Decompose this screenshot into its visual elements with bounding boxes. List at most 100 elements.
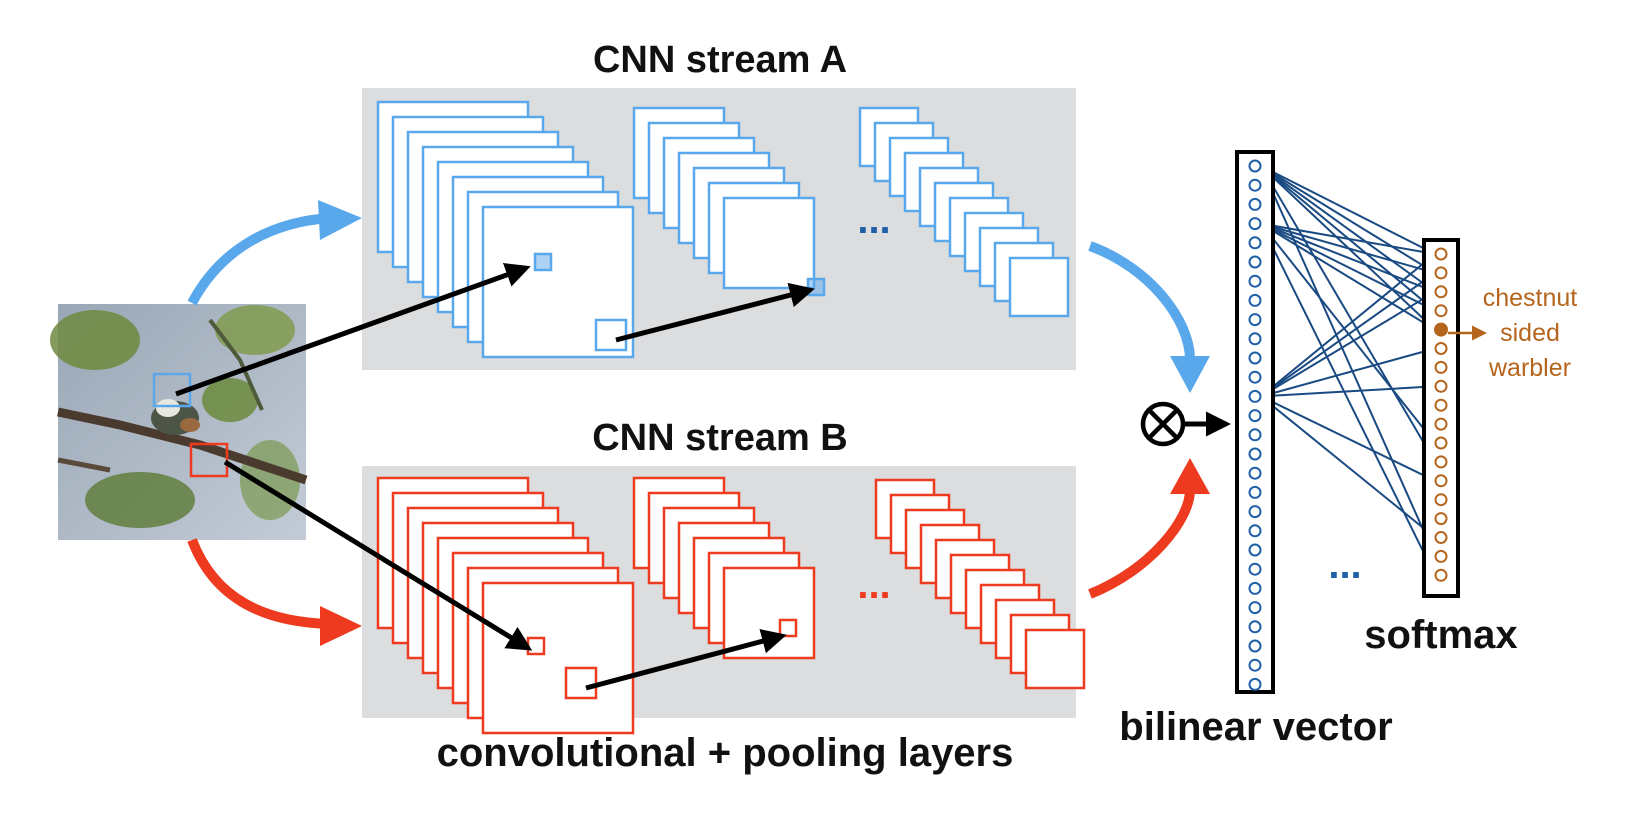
bilinear-node bbox=[1248, 524, 1262, 538]
stream-b-conv2 bbox=[632, 476, 816, 660]
bilinear-node bbox=[1248, 428, 1262, 442]
bilinear-vector-nodes bbox=[1248, 159, 1262, 691]
fc-connection bbox=[1260, 165, 1436, 274]
bilinear-node bbox=[1248, 639, 1262, 653]
stream-b-conv1 bbox=[376, 476, 635, 735]
feature-map-stacks bbox=[376, 100, 1086, 735]
stream-arrows bbox=[187, 200, 1210, 646]
fc-connection bbox=[1260, 272, 1436, 398]
fc-connection bbox=[1260, 395, 1436, 482]
softmax-node bbox=[1434, 379, 1448, 393]
class-label-line1: chestnut bbox=[1483, 284, 1578, 312]
stream-b-conv3 bbox=[874, 478, 1086, 690]
softmax-node bbox=[1434, 304, 1448, 318]
stream-a-conv3-map bbox=[1008, 256, 1070, 318]
stream-a-ellipsis: ... bbox=[857, 198, 890, 242]
bilinear-node bbox=[1248, 466, 1262, 480]
fc-connection bbox=[1260, 290, 1436, 398]
fc-connection bbox=[1260, 347, 1436, 398]
bilinear-node bbox=[1248, 562, 1262, 576]
bilinear-node bbox=[1248, 389, 1262, 403]
fc-connections bbox=[1260, 165, 1436, 576]
bilinear-node bbox=[1248, 332, 1262, 346]
bilinear-node bbox=[1248, 601, 1262, 615]
bilinear-node bbox=[1248, 370, 1262, 384]
bilinear-node bbox=[1248, 581, 1262, 595]
fc-connection bbox=[1260, 223, 1436, 576]
projection-arrows bbox=[175, 263, 815, 691]
softmax-node bbox=[1434, 285, 1448, 299]
fc-connection bbox=[1260, 222, 1436, 255]
softmax-node bbox=[1434, 398, 1448, 412]
stream-a-conv3 bbox=[858, 106, 1070, 318]
softmax-nodes bbox=[1434, 247, 1448, 582]
fc-connection bbox=[1260, 222, 1436, 312]
stream-b-conv2-map bbox=[722, 566, 816, 660]
softmax-node bbox=[1434, 436, 1448, 450]
softmax-node bbox=[1434, 455, 1448, 469]
softmax-node bbox=[1434, 568, 1448, 582]
bilinear-node bbox=[1248, 197, 1262, 211]
fc-connection bbox=[1260, 165, 1436, 463]
fc-connection bbox=[1260, 165, 1436, 255]
fc-ellipsis: ... bbox=[1328, 543, 1361, 587]
bilinear-node bbox=[1248, 658, 1262, 672]
softmax-node bbox=[1434, 549, 1448, 563]
softmax-node bbox=[1434, 417, 1448, 431]
bilinear-node bbox=[1248, 159, 1262, 173]
bilinear-node bbox=[1248, 543, 1262, 557]
stream-b-title: CNN stream B bbox=[592, 417, 848, 459]
fc-connection bbox=[1260, 222, 1436, 293]
bilinear-node bbox=[1248, 485, 1262, 499]
bilinear-node bbox=[1248, 293, 1262, 307]
bilinear-node bbox=[1248, 178, 1262, 192]
bilinear-node bbox=[1248, 677, 1262, 691]
softmax-node bbox=[1434, 342, 1448, 355]
softmax-node bbox=[1434, 360, 1448, 374]
stream-a-conv2-map bbox=[722, 196, 816, 290]
stream-a-conv1-receptive-field bbox=[533, 252, 553, 272]
fc-connection bbox=[1260, 253, 1436, 398]
stream-b-conv3-map bbox=[1024, 628, 1086, 690]
fc-connection bbox=[1260, 385, 1436, 398]
softmax-node bbox=[1434, 512, 1448, 526]
bilinear-node bbox=[1248, 409, 1262, 423]
layers-caption: convolutional + pooling layers bbox=[437, 731, 1014, 775]
circled-times-icon bbox=[1140, 401, 1231, 447]
bilinear-node bbox=[1248, 620, 1262, 634]
bilinear-node bbox=[1248, 217, 1262, 231]
softmax-node bbox=[1434, 493, 1448, 507]
bilinear-node bbox=[1248, 447, 1262, 461]
bilinear-node bbox=[1248, 313, 1262, 327]
stream-a-title: CNN stream A bbox=[593, 39, 847, 81]
softmax-node bbox=[1434, 474, 1448, 488]
bilinear-node bbox=[1248, 255, 1262, 269]
stream-a-conv2 bbox=[632, 106, 826, 297]
stream-b-conv1-map bbox=[481, 581, 635, 735]
softmax-predicted-node bbox=[1434, 322, 1448, 337]
fc-connection bbox=[1260, 165, 1436, 557]
stream-b-ellipsis: ... bbox=[857, 563, 890, 607]
fc-connection bbox=[1260, 222, 1436, 331]
bilinear-node bbox=[1248, 351, 1262, 365]
fc-connection bbox=[1260, 222, 1436, 274]
stream-b-conv2-receptive-field bbox=[778, 618, 798, 638]
bilinear-caption: bilinear vector bbox=[1119, 705, 1392, 749]
softmax-node bbox=[1434, 247, 1448, 261]
bilinear-node bbox=[1248, 505, 1262, 519]
bilinear-node bbox=[1248, 236, 1262, 250]
softmax-node bbox=[1434, 266, 1448, 280]
input-bird-image bbox=[50, 304, 308, 540]
fc-connection bbox=[1260, 395, 1436, 539]
fc-connection bbox=[1260, 165, 1436, 293]
softmax-node bbox=[1434, 531, 1448, 544]
bilinear-node bbox=[1248, 274, 1262, 288]
class-label-line3: warbler bbox=[1488, 354, 1571, 382]
stream-b-patch bbox=[189, 442, 229, 478]
fc-connection bbox=[1260, 222, 1436, 444]
stream-a-conv1 bbox=[376, 100, 635, 359]
class-label-line2: sided bbox=[1500, 319, 1560, 347]
stream-a-conv2-receptive-field bbox=[806, 277, 826, 297]
